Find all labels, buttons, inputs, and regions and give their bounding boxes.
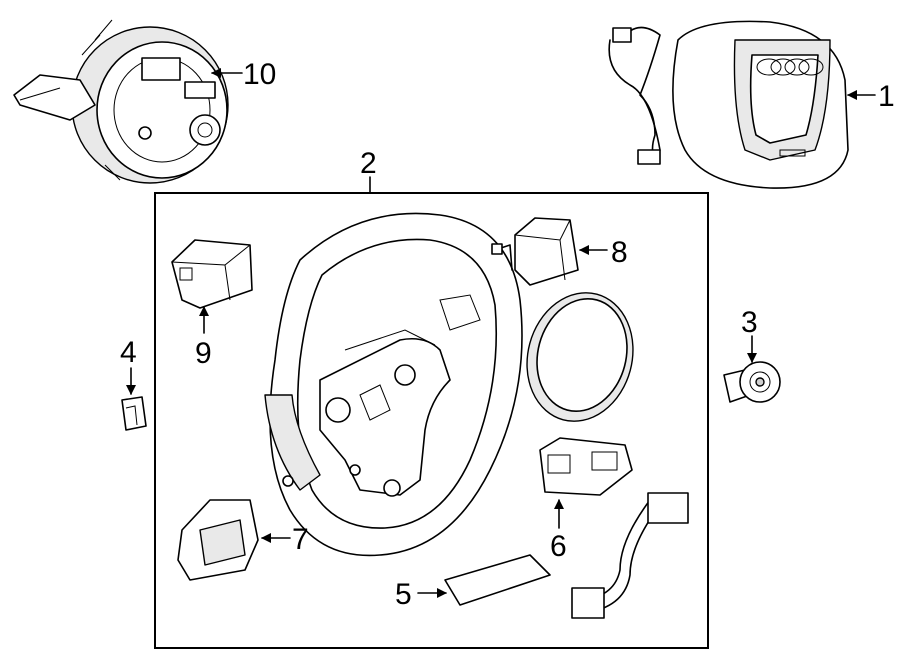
callout-4: 4 xyxy=(120,336,137,369)
assembly-frame xyxy=(154,192,709,649)
wiring-harness-part[interactable] xyxy=(571,492,689,619)
cover-part-5[interactable] xyxy=(444,554,551,606)
callout-6: 6 xyxy=(550,530,567,563)
callout-5: 5 xyxy=(395,578,412,611)
steering-wheel-part[interactable] xyxy=(264,212,523,557)
emblem-rings-icon xyxy=(756,58,824,76)
clip-part[interactable] xyxy=(121,396,147,431)
airbag-module-part[interactable] xyxy=(608,20,849,189)
callout-1: 1 xyxy=(878,80,895,113)
bolt-part[interactable] xyxy=(723,361,781,403)
callout-9: 9 xyxy=(195,337,212,370)
trim-ring-part[interactable] xyxy=(513,281,647,433)
callout-8: 8 xyxy=(611,236,628,269)
callout-10: 10 xyxy=(243,58,276,91)
button-module-part-7[interactable] xyxy=(177,499,259,581)
switch-part-6[interactable] xyxy=(539,437,633,496)
callout-2: 2 xyxy=(360,147,377,180)
clock-spring-part[interactable] xyxy=(13,19,229,184)
switch-part-9[interactable] xyxy=(171,239,253,309)
callout-3: 3 xyxy=(741,306,758,339)
switch-part-8[interactable] xyxy=(491,217,579,286)
callout-7: 7 xyxy=(292,523,309,556)
